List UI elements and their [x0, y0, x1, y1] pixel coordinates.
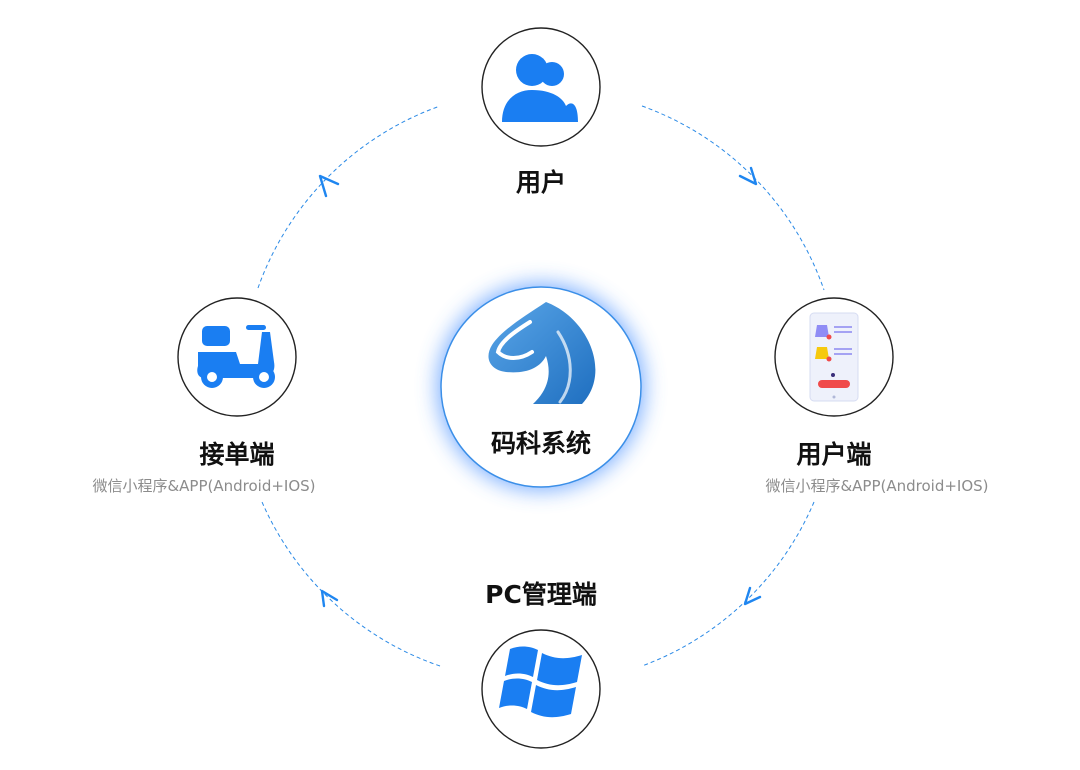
scooter-icon: [197, 325, 275, 388]
windows-icon: [499, 646, 582, 718]
node-user: 用户: [481, 27, 601, 197]
client-subtitle: 微信小程序&APP(Android+IOS): [765, 477, 988, 495]
user-circle: [481, 27, 601, 147]
user-title: 用户: [516, 168, 566, 197]
courier-subtitle: 微信小程序&APP(Android+IOS): [92, 477, 315, 495]
arrow-right-bottom: [743, 586, 762, 606]
center-node: 码科系统: [438, 284, 644, 490]
node-courier: 接单端 微信小程序&APP(Android+IOS): [92, 297, 316, 495]
client-title: 用户端: [796, 440, 871, 469]
arrow-left-top: [318, 174, 340, 198]
node-client: 用户端 微信小程序&APP(Android+IOS): [765, 297, 989, 495]
phone-list-icon: [809, 312, 859, 402]
courier-title: 接单端: [199, 440, 274, 469]
arc-top-right: [641, 105, 825, 291]
center-title: 码科系统: [491, 429, 591, 458]
arrow-top-right: [738, 166, 758, 186]
arc-left-top: [257, 105, 441, 289]
pc-title: PC管理端: [485, 580, 597, 609]
center-circle: [440, 286, 642, 488]
node-pc: PC管理端: [481, 580, 601, 749]
arc-right-bottom: [641, 501, 815, 667]
horse-logo-icon: [488, 302, 596, 404]
user-icon: [502, 54, 578, 122]
arrows: [318, 166, 762, 608]
arc-bottom-left: [261, 501, 441, 667]
arrow-bottom-left: [320, 589, 339, 608]
